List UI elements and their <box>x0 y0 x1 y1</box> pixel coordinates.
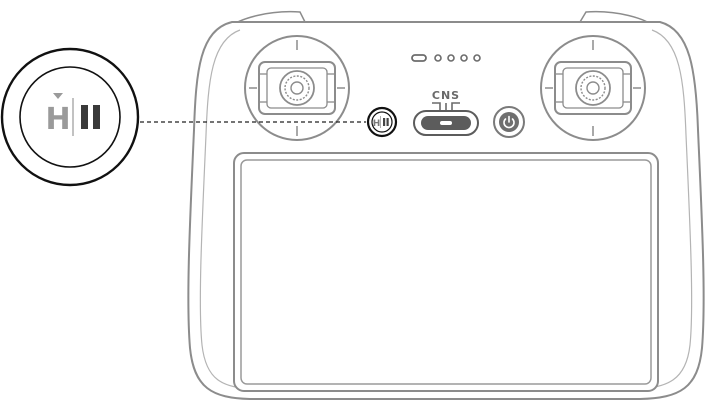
pause-icon <box>383 118 389 126</box>
control-stick-icon <box>244 35 350 141</box>
touch-screen <box>233 152 659 392</box>
power-button <box>493 106 525 138</box>
left-control-stick <box>244 35 350 141</box>
flight-pause-rth-button: H <box>366 106 398 138</box>
right-control-stick <box>540 35 646 141</box>
flight-mode-switch: CNS <box>413 89 479 136</box>
flight-mode-switch-label: CNS <box>432 89 460 102</box>
rth-letter: H <box>45 102 70 137</box>
pause-icon <box>81 105 100 129</box>
control-stick-icon <box>540 35 646 141</box>
callout-magnified-button: H <box>0 47 140 187</box>
status-led-indicator <box>411 54 481 62</box>
rth-h-icon: H <box>45 93 71 137</box>
power-icon <box>503 115 515 129</box>
rth-letter-small: H <box>373 119 381 129</box>
